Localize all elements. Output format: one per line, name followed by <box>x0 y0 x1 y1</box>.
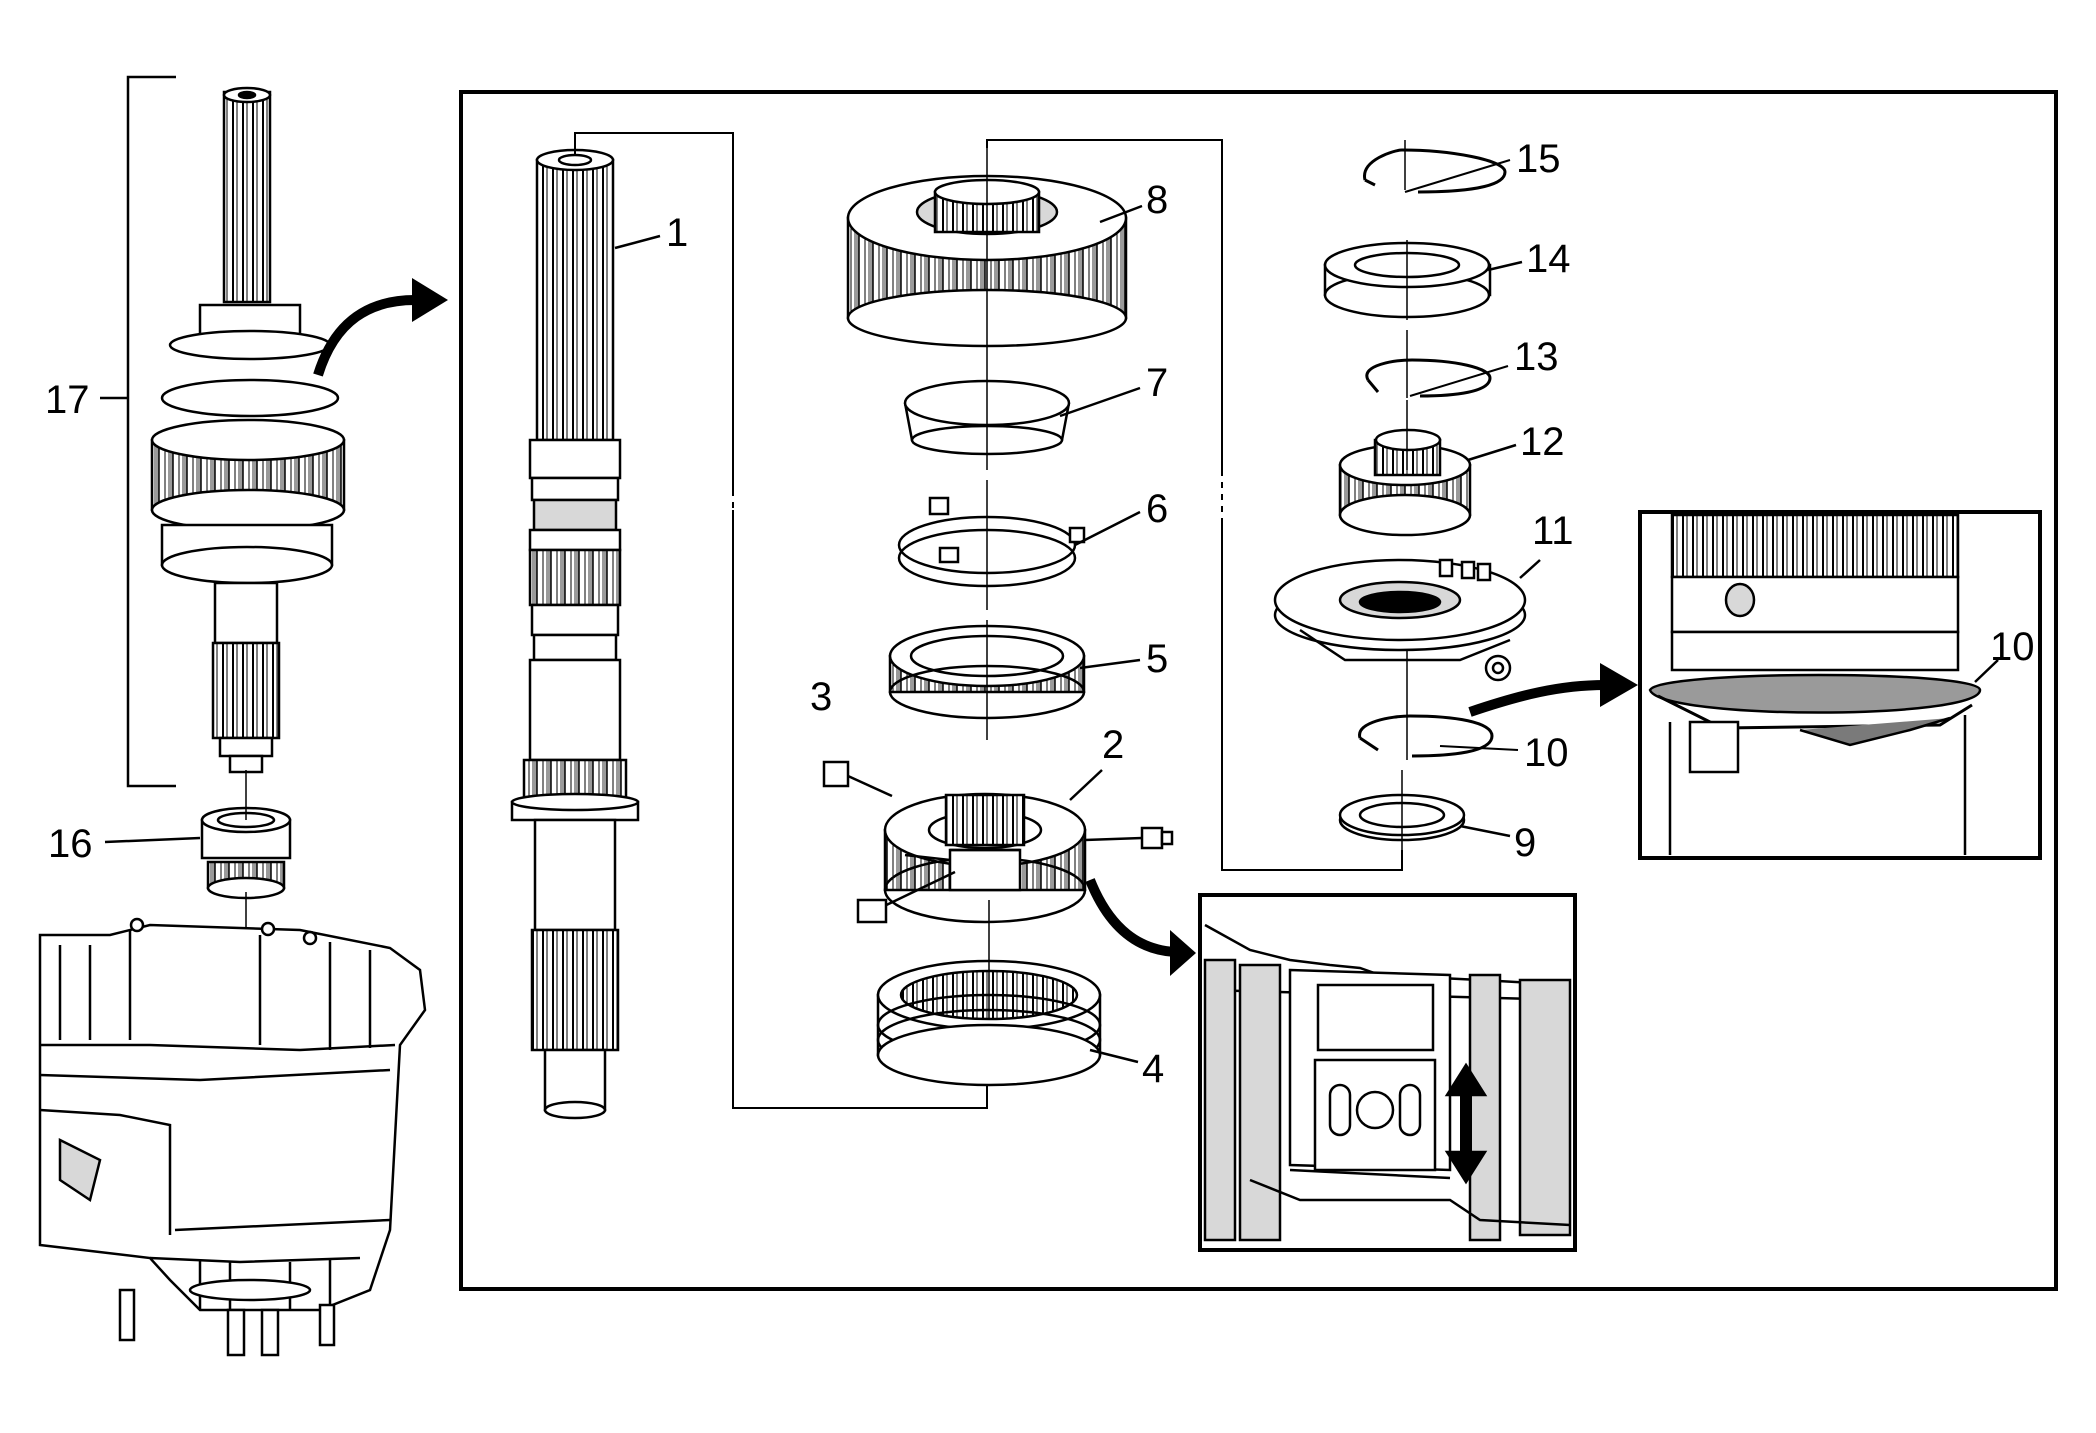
callout-leader-16 <box>104 836 201 844</box>
callout-leader-3 <box>847 774 893 798</box>
callout-14: 14 <box>1526 237 1571 281</box>
detail-inset-snap-ring <box>1638 510 2042 860</box>
exploded-view-frame <box>459 90 2058 1291</box>
callout-2: 2 <box>1102 723 1124 767</box>
assembly-overview <box>100 75 346 788</box>
bearing-14 <box>1323 240 1523 320</box>
cone-ring-6 <box>897 480 1141 610</box>
callout-leader-11 <box>1519 559 1541 579</box>
snap-ring-13 <box>1365 330 1509 398</box>
curved-arrow-overview <box>313 295 416 377</box>
callout-leader-6 <box>1074 510 1141 547</box>
cone-assembly-11 <box>1273 558 1541 720</box>
callout-8: 8 <box>1146 178 1168 222</box>
callout-leader-4 <box>1089 1048 1139 1064</box>
synchro-ring-12 <box>1338 400 1517 537</box>
callout-11: 11 <box>1532 509 1574 553</box>
callout-leader-10b <box>1974 659 1999 683</box>
callout-15: 15 <box>1516 137 1561 181</box>
key-insert-3 <box>822 760 850 788</box>
callout-leader-8 <box>1099 204 1143 224</box>
callout-labels: 17 16 1 8 7 6 5 3 2 4 15 14 13 12 11 10 … <box>45 137 2035 1091</box>
callout-leader-12 <box>1467 443 1517 462</box>
callout-leader-9 <box>1459 824 1511 838</box>
callout-leader-14 <box>1487 260 1523 272</box>
detail-inset-key-insert <box>1198 893 1577 1252</box>
callout-5: 5 <box>1146 637 1168 681</box>
callout-4: 4 <box>1142 1047 1164 1091</box>
callout-leader-2 <box>1069 769 1103 801</box>
callout-3: 3 <box>810 675 832 719</box>
curved-arrow-detail-left <box>1085 878 1176 957</box>
assembly-bracket <box>126 75 176 788</box>
callout-16: 16 <box>48 822 93 866</box>
callout-13: 13 <box>1514 335 1559 379</box>
mainshaft-1 <box>510 148 661 1120</box>
callout-12: 12 <box>1520 420 1565 464</box>
snap-ring-15 <box>1363 140 1511 194</box>
overview-synchro-ring <box>160 378 340 418</box>
callout-10: 10 <box>1524 731 1569 775</box>
callout-1: 1 <box>666 211 688 255</box>
callout-leader-7 <box>1059 386 1141 418</box>
callout-leader-10 <box>1439 745 1519 751</box>
callout-leader-13 <box>1409 365 1509 397</box>
callout-17: 17 <box>45 378 90 422</box>
key-insert-lower <box>856 898 888 924</box>
synchronizer-hub-2 <box>822 760 1174 924</box>
transmission-case <box>38 917 427 1357</box>
callout-leader-5 <box>1079 658 1141 670</box>
mainshaft-overview-top <box>222 90 272 304</box>
insert-leader <box>875 870 956 912</box>
snap-ring-10 <box>1358 714 1519 760</box>
thrust-washer-9 <box>1338 770 1511 850</box>
callout-leader-15 <box>1404 159 1511 193</box>
spring-plunger <box>1084 826 1174 850</box>
callout-7: 7 <box>1146 361 1168 405</box>
synchro-ring-5 <box>888 620 1141 740</box>
gear-4 <box>876 900 1139 1087</box>
curved-arrow-detail-right <box>1468 680 1606 717</box>
gear-8 <box>846 148 1143 380</box>
callout-6: 6 <box>1146 487 1168 531</box>
callout-9: 9 <box>1514 821 1536 865</box>
overview-lower-spline <box>211 641 281 740</box>
callout-10-detail: 10 <box>1990 625 2035 669</box>
callout-leader-1 <box>614 234 661 250</box>
synchro-ring-7 <box>903 379 1141 470</box>
pilot-bearing-16 <box>104 770 292 1000</box>
